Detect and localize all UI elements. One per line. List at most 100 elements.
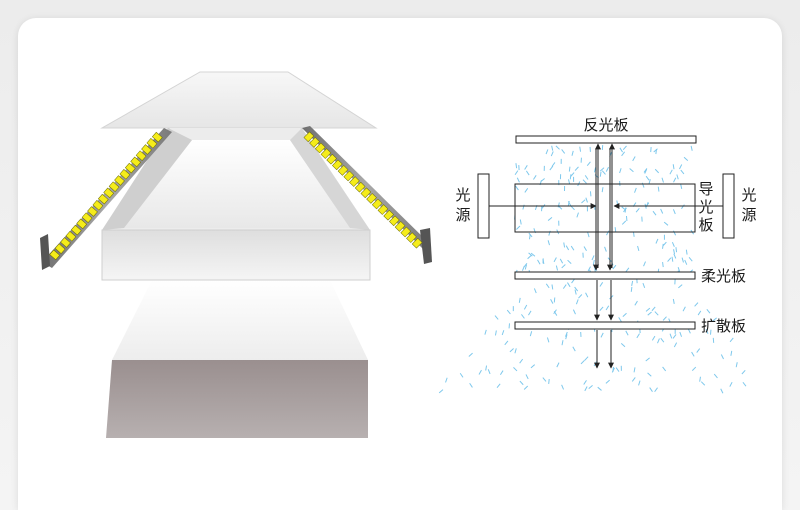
led-chip <box>389 215 400 227</box>
scatter-dash <box>642 282 646 288</box>
scatter-dash <box>600 332 604 338</box>
led-chip <box>366 193 377 204</box>
scatter-dash <box>697 310 702 316</box>
led-chip <box>371 198 383 210</box>
scatter-dash <box>683 156 689 161</box>
scatter-dash <box>662 241 667 247</box>
scatter-dash <box>545 149 549 155</box>
scatter-dash <box>657 186 660 192</box>
scatter-dash <box>550 299 554 304</box>
schematic: 反光板 光 源 光 源 导 光 板 柔光板 扩散板 <box>438 116 757 394</box>
led-chip <box>49 249 61 261</box>
scatter-dash <box>583 380 587 385</box>
scatter-dash <box>586 161 591 166</box>
scatter-dash <box>660 337 665 343</box>
scatter-dash <box>519 358 524 364</box>
right-led-chips <box>303 131 423 249</box>
scatter-dash <box>469 382 473 388</box>
led-chip <box>141 144 152 155</box>
scatter-dash <box>581 199 586 204</box>
led-chip <box>119 169 131 180</box>
scatter-dash <box>521 314 525 319</box>
led-chip <box>87 206 98 217</box>
scatter-dash <box>599 282 604 287</box>
led-chip <box>108 181 120 192</box>
scatter-dash <box>673 249 676 255</box>
scatter-dash <box>571 278 575 284</box>
scatter-dash <box>524 165 528 170</box>
led-chip <box>400 226 412 238</box>
scatter-dash <box>555 265 559 271</box>
scatter-dash <box>660 208 664 214</box>
led-chip <box>377 204 389 215</box>
scatter-dash <box>669 333 673 339</box>
scatter-dash <box>672 230 677 236</box>
led-chip <box>92 200 104 211</box>
scatter-dash <box>605 379 610 384</box>
scatter-dash <box>629 168 634 173</box>
light-guide-label-3: 板 <box>698 216 713 234</box>
scatter-dash <box>565 245 570 251</box>
scatter-dash <box>652 210 657 216</box>
scatter-dash <box>599 171 602 177</box>
led-chip <box>54 243 66 254</box>
scatter-dash <box>519 219 522 225</box>
led-chip <box>332 159 343 171</box>
led-chip <box>411 237 423 249</box>
scatter-dash <box>585 292 589 298</box>
scatter-dash <box>445 377 448 383</box>
scatter-dash <box>632 156 636 162</box>
scatter-dash <box>634 300 638 306</box>
scatter-dash <box>654 311 659 316</box>
scatter-dash <box>529 331 533 337</box>
scatter-dash <box>542 258 545 265</box>
scatter-dash <box>561 149 566 154</box>
scatter-dash <box>547 240 550 246</box>
scatter-dash <box>634 187 637 193</box>
scatter-dash <box>611 367 615 373</box>
scatter-dash <box>676 174 679 180</box>
led-chip <box>60 237 71 248</box>
scatter-dash <box>633 367 636 373</box>
scatter-dash <box>584 175 589 180</box>
scatter-dash <box>551 284 554 290</box>
left-light-source-label-2: 源 <box>455 206 470 224</box>
led-chip <box>314 142 326 154</box>
scatter-dash <box>584 386 588 392</box>
scatter-dash <box>645 175 650 181</box>
scatter-dash <box>582 179 587 184</box>
scatter-dash <box>551 162 556 167</box>
scatter-dash <box>570 172 575 177</box>
scatter-dash <box>459 372 464 378</box>
scatter-dash <box>533 175 537 180</box>
scatter-dash <box>622 312 627 317</box>
scatter-dash <box>593 361 597 367</box>
scatter-dash <box>720 354 724 360</box>
scatter-dash <box>653 148 658 153</box>
scatter-dash <box>705 329 709 334</box>
scatter-dash <box>713 373 718 379</box>
scatter-dash <box>699 376 701 382</box>
scatter-dash <box>567 179 571 185</box>
scatter-dash <box>504 340 509 346</box>
scatter-dash <box>667 257 672 262</box>
scatter-dash <box>712 317 717 322</box>
scatter-dash <box>685 249 688 255</box>
scatter-dash <box>729 381 733 387</box>
scatter-dash <box>691 351 695 357</box>
scatter-dash <box>619 168 622 174</box>
scatter-dash <box>673 177 677 183</box>
scatter-dash <box>742 381 747 387</box>
scatter-dash <box>621 206 626 211</box>
scatter-dash <box>561 384 565 390</box>
soft-panel-label: 柔光板 <box>701 267 746 285</box>
scatter-dash <box>649 387 653 392</box>
led-chip <box>65 231 77 242</box>
scatter-dash <box>516 225 521 230</box>
scatter-dash <box>571 150 574 156</box>
scatter-dash <box>514 348 517 354</box>
scatter-dash <box>672 209 676 215</box>
right-light-source-label-2: 源 <box>741 206 756 224</box>
scatter-dash <box>706 308 711 314</box>
